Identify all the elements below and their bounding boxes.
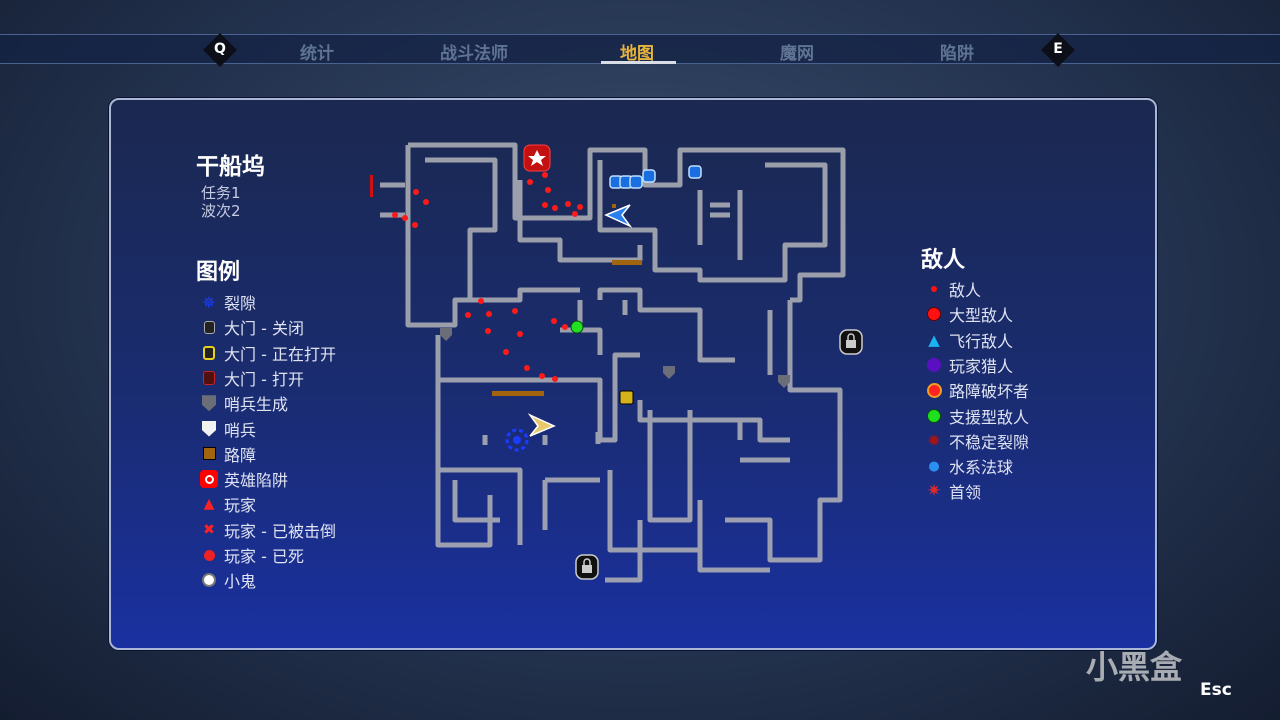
enemy-legend-label: 水系法球	[949, 458, 1014, 478]
water-orb-icon: ●	[928, 458, 940, 474]
enemies-title: 敌人	[921, 248, 966, 273]
tab-stats[interactable]: 统计	[300, 44, 334, 64]
legend-item: 大门 - 关闭	[200, 315, 304, 339]
gate-open-icon	[200, 369, 218, 387]
legend-item: ✵ 裂隙	[200, 290, 256, 314]
sentry-icon	[200, 420, 218, 438]
enemy-legend-label: 路障破坏者	[949, 382, 1030, 402]
legend-label: 玩家	[224, 496, 257, 516]
legend-label: 大门 - 正在打开	[224, 344, 336, 364]
enemy-legend-item: 大型敌人	[925, 302, 1013, 326]
enemy-legend-item: ✹ 不稳定裂隙	[925, 429, 1029, 453]
legend-label: 玩家 - 已死	[224, 547, 304, 566]
barricade-breaker-icon	[925, 381, 943, 399]
active-tab-underline	[601, 61, 676, 64]
gate-closed-marker-1	[839, 329, 863, 355]
ally-player-marker	[604, 204, 633, 228]
legend-title: 图例	[196, 260, 241, 285]
water-orb-markers	[609, 165, 702, 189]
gate-closed-marker-2	[575, 554, 599, 580]
sentry-spawn-icon	[200, 394, 218, 412]
map-name: 干船坞	[196, 154, 265, 180]
enemy-legend-item: 玩家猎人	[925, 353, 1013, 377]
enemy-legend-item: ✷ 首领	[925, 479, 981, 503]
map-panel	[109, 98, 1157, 650]
enemy-icon	[925, 280, 943, 298]
legend-label: 小鬼	[224, 572, 257, 592]
enemy-legend-label: 不稳定裂隙	[949, 432, 1030, 452]
tab-map[interactable]: 地图	[620, 44, 654, 64]
rift-marker	[505, 428, 529, 452]
q-key-label: Q	[214, 41, 226, 57]
red-gate-marker	[370, 175, 373, 197]
enemy-legend-item: ▲ 飞行敌人	[925, 328, 1013, 352]
wave-label: 波次2	[201, 202, 241, 220]
legend-item: 玩家 - 已死	[200, 543, 304, 567]
rift-icon: ✵	[202, 292, 216, 312]
legend-label: 大门 - 关闭	[224, 319, 304, 339]
player-icon: ▲	[203, 496, 215, 513]
esc-button[interactable]: Esc	[1200, 680, 1232, 700]
gate-opening-icon	[200, 344, 218, 362]
e-key-label: E	[1053, 41, 1063, 57]
legend-label: 英雄陷阱	[224, 471, 289, 491]
sentry-spawn-markers	[440, 328, 790, 388]
mission-label: 任务1	[201, 184, 241, 202]
tab-battlemage[interactable]: 战斗法师	[440, 44, 508, 64]
enemy-legend-label: 支援型敌人	[949, 407, 1030, 427]
large-enemy-icon	[925, 305, 943, 323]
player-hunter-icon	[925, 356, 943, 374]
legend-label: 哨兵生成	[224, 395, 289, 415]
enemy-legend-item: 支援型敌人	[925, 404, 1029, 428]
gate-closed-icon	[200, 318, 218, 336]
enemy-legend-item: ● 水系法球	[925, 454, 1013, 478]
player-downed-icon: ✖	[203, 521, 215, 538]
legend-item: 大门 - 正在打开	[200, 341, 336, 365]
legend-item: 小鬼	[200, 568, 256, 592]
boss-icon: ✷	[926, 481, 942, 502]
barricades	[492, 204, 642, 396]
enemy-legend-label: 首领	[949, 483, 982, 503]
enemy-legend-label: 飞行敌人	[949, 331, 1014, 351]
legend-item: ▲ 玩家	[200, 492, 256, 516]
unstable-rift-icon: ✹	[927, 431, 941, 451]
legend-label: 哨兵	[224, 420, 257, 440]
hero-trap-icon	[200, 470, 218, 489]
legend-item: ✖ 玩家 - 已被击倒	[200, 518, 336, 542]
legend-item: 英雄陷阱	[200, 467, 288, 491]
enemy-legend-item: 敌人	[925, 277, 981, 301]
tab-traps[interactable]: 陷阱	[940, 44, 974, 64]
barricade-icon	[200, 445, 218, 463]
legend-item: 路障	[200, 442, 256, 466]
enemy-markers	[392, 172, 583, 382]
support-enemy-marker	[570, 320, 584, 334]
tab-weave[interactable]: 魔网	[780, 44, 814, 64]
support-enemy-icon	[925, 407, 943, 425]
player-marker	[527, 413, 556, 437]
legend-label: 大门 - 打开	[224, 369, 304, 389]
player-dead-icon	[200, 546, 218, 564]
map-walls	[380, 142, 846, 583]
legend-item: 哨兵生成	[200, 391, 288, 415]
flying-enemy-icon: ▲	[928, 330, 940, 349]
legend-label: 路障	[224, 445, 257, 465]
sentry-marker-yellow	[619, 390, 634, 405]
legend-item: 大门 - 打开	[200, 366, 304, 390]
enemy-legend-label: 敌人	[949, 281, 982, 300]
boss-marker	[523, 144, 551, 172]
top-tab-bar: Q 统计 战斗法师 地图 魔网 陷阱 E	[0, 33, 1280, 67]
enemy-legend-label: 玩家猎人	[949, 356, 1014, 376]
legend-item: 哨兵	[200, 417, 256, 441]
enemy-legend-label: 大型敌人	[949, 306, 1014, 326]
legend-label: 裂隙	[224, 294, 257, 313]
imp-icon	[200, 571, 218, 589]
legend-label: 玩家 - 已被击倒	[224, 521, 336, 541]
watermark: 小黑盒	[1086, 648, 1183, 686]
enemy-legend-item: 路障破坏者	[925, 378, 1029, 402]
